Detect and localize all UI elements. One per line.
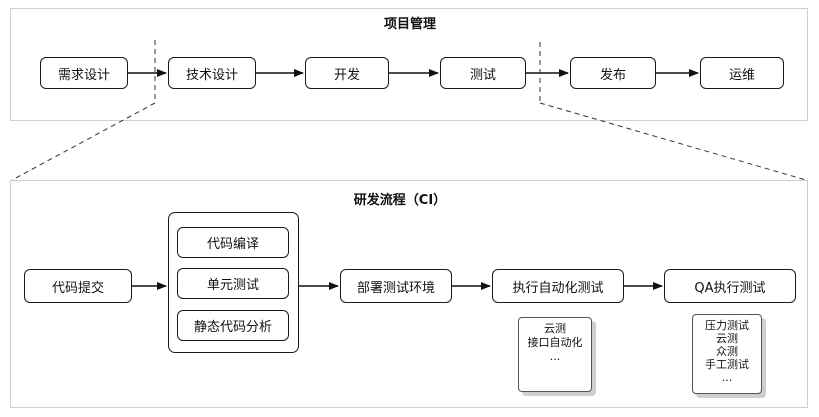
note-line: 云测 (716, 332, 738, 345)
step-run-automation-test[interactable]: 执行自动化测试 (492, 269, 624, 303)
note-line: 众测 (716, 345, 738, 358)
step-operations[interactable]: 运维 (700, 57, 784, 89)
step-code-compile[interactable]: 代码编译 (177, 227, 289, 258)
note-line: 手工测试 (705, 358, 749, 371)
note-line: 云测 (544, 322, 566, 335)
zoom-line-right-diagonal (539, 102, 807, 181)
step-release[interactable]: 发布 (570, 57, 656, 89)
step-requirements-design[interactable]: 需求设计 (40, 57, 128, 89)
note-line: 接口自动化 (527, 336, 583, 349)
note-line: 压力测试 (705, 319, 749, 332)
qa-test-notes: 压力测试 云测 众测 手工测试 ... (692, 314, 762, 394)
note-line: ... (549, 350, 561, 363)
step-testing[interactable]: 测试 (440, 57, 526, 89)
note-line: ... (721, 371, 733, 384)
ci-flow-title: 研发流程（CI） (353, 193, 447, 208)
step-code-commit[interactable]: 代码提交 (24, 269, 132, 303)
step-technical-design[interactable]: 技术设计 (168, 57, 256, 89)
step-static-analysis[interactable]: 静态代码分析 (177, 310, 289, 341)
project-management-panel (10, 8, 808, 121)
step-deploy-test-env[interactable]: 部署测试环境 (340, 269, 452, 303)
step-unit-test[interactable]: 单元测试 (177, 268, 289, 299)
project-management-title: 项目管理 (383, 17, 436, 32)
automation-test-notes: 云测 接口自动化 ... (518, 317, 592, 392)
zoom-line-left-diagonal (11, 102, 156, 181)
step-qa-test[interactable]: QA执行测试 (664, 269, 796, 303)
step-development[interactable]: 开发 (305, 57, 389, 89)
